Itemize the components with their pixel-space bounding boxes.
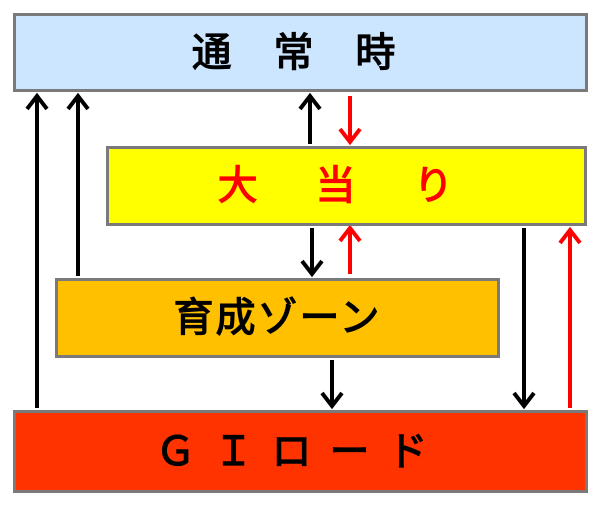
arrow-zone-to-jackpot [338, 224, 362, 274]
arrow-head [558, 226, 582, 245]
arrow-head [338, 127, 362, 146]
arrow-jackpot-to-normal [298, 92, 322, 144]
arrow-head [25, 92, 49, 111]
state-zone-box: 育成ゾーン [55, 278, 500, 358]
arrow-head [66, 92, 90, 111]
arrow-zone-to-gi-road [320, 360, 344, 410]
state-gi-road-label: ＧＩロード [155, 428, 446, 475]
arrow-head [320, 391, 344, 410]
arrow-jackpot-to-gi-road [512, 228, 536, 410]
arrow-normal-to-jackpot [338, 96, 362, 146]
state-normal-label: 通 常 時 [191, 29, 410, 76]
arrow-jackpot-to-zone [300, 228, 324, 278]
arrow-gi-road-to-jackpot [558, 226, 582, 408]
arrow-head [338, 224, 362, 243]
arrow-zone-to-normal [66, 92, 90, 276]
arrow-head [298, 92, 322, 111]
arrow-head [300, 259, 324, 278]
state-jackpot-label: 大 当 り [217, 163, 476, 209]
state-zone-label: 育成ゾーン [173, 295, 382, 341]
state-jackpot-box: 大 当 り [106, 146, 587, 226]
state-normal-box: 通 常 時 [13, 13, 588, 92]
state-gi-road-box: ＧＩロード [13, 410, 588, 493]
arrow-gi-road-to-normal [25, 92, 49, 408]
arrow-head [512, 391, 536, 410]
